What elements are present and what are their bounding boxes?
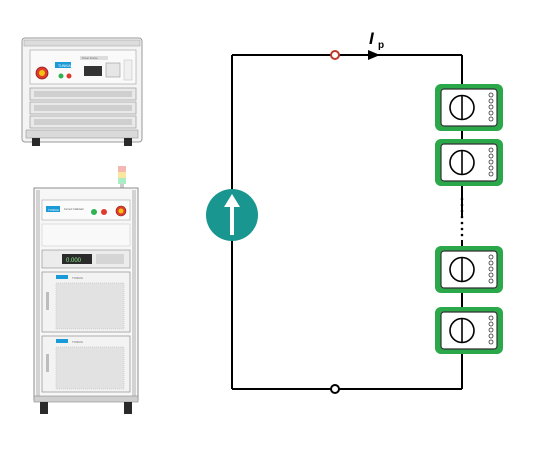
cabinet-panel-text: Current Calibrator [64, 208, 84, 211]
series-ellipsis [460, 197, 464, 237]
indicator-dots [488, 315, 494, 345]
terminal-top [330, 50, 340, 60]
indicator-dots [488, 92, 494, 122]
current-label-i: I [369, 29, 375, 48]
meter-module-3 [435, 246, 503, 293]
terminal-bottom [330, 384, 340, 394]
cabinet-module-1-text: TUNKIA [72, 276, 83, 280]
top-unit-model-text: Power Source [82, 57, 98, 60]
signal-tower-light [118, 166, 126, 188]
meter-dial-icon [449, 256, 475, 283]
circuit-wires [231, 54, 463, 390]
cabinet-brand: TUNKIA [48, 208, 59, 212]
meter-dial-icon [449, 149, 475, 176]
meter-module-4 [435, 307, 503, 354]
indicator-dots [488, 254, 494, 284]
meter-module-2 [435, 139, 503, 186]
current-direction-arrow [368, 50, 380, 60]
benchtop-power-unit: TUNKIA Power Source [21, 37, 143, 146]
meter-module-1 [435, 84, 503, 131]
current-label-subscript: p [378, 40, 384, 51]
cabinet-module-2-text: TUNKIA [72, 340, 83, 344]
calibrator-cabinet: TUNKIA Current Calibrator 0.000 TUNKIA T… [33, 187, 139, 414]
indicator-dots [488, 147, 494, 177]
cabinet-display-readout: 0.000 [66, 258, 82, 264]
arrow-up-icon [224, 194, 240, 235]
meter-dial-icon [449, 94, 475, 121]
meter-dial-icon [449, 317, 475, 344]
current-source-symbol [206, 189, 258, 241]
top-unit-brand: TUNKIA [58, 64, 72, 68]
